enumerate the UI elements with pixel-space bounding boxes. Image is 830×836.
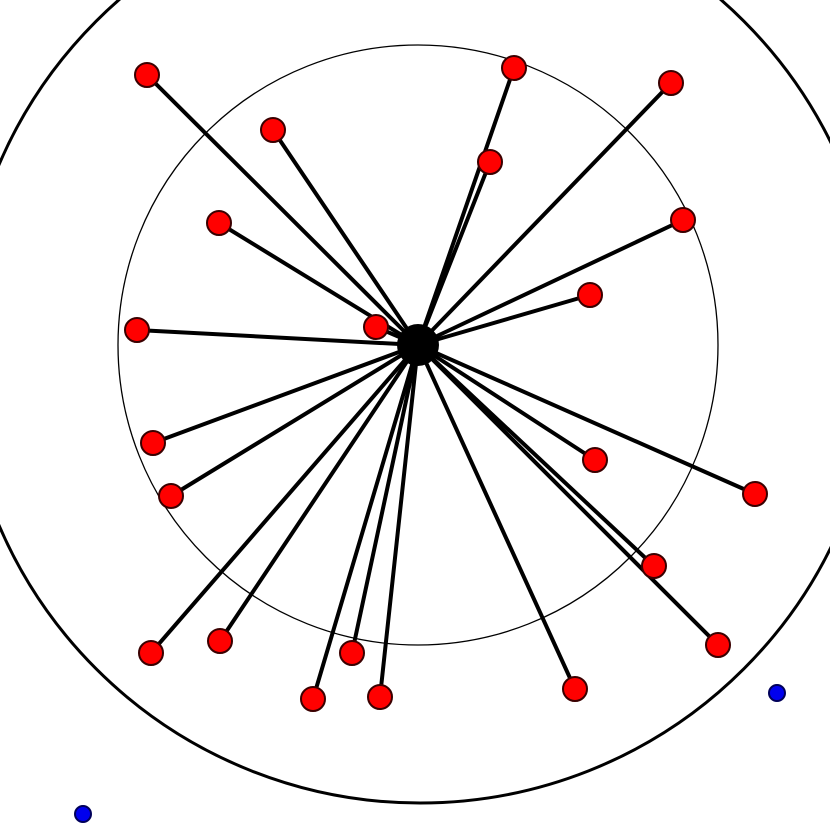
edges-layer — [135, 66, 757, 701]
edge-21 — [416, 343, 577, 691]
edge-20 — [378, 343, 420, 699]
edge-8 — [416, 293, 592, 347]
hub — [397, 324, 439, 366]
node-9 — [124, 317, 150, 343]
node-14 — [742, 481, 768, 507]
outlier-2 — [74, 805, 92, 823]
node-10 — [363, 314, 389, 340]
edge-19 — [311, 343, 420, 701]
node-22 — [705, 632, 731, 658]
node-18 — [339, 640, 365, 666]
outliers-layer — [74, 684, 786, 823]
edge-11 — [151, 343, 420, 445]
node-5 — [477, 149, 503, 175]
edge-13 — [416, 343, 597, 462]
node-16 — [138, 640, 164, 666]
node-11 — [140, 430, 166, 456]
nodes-layer — [124, 55, 768, 712]
node-17 — [207, 628, 233, 654]
edge-17 — [218, 343, 420, 643]
node-4 — [260, 117, 286, 143]
node-15 — [641, 553, 667, 579]
node-3 — [658, 70, 684, 96]
edge-1 — [145, 73, 420, 347]
edge-9 — [135, 328, 420, 347]
edge-5 — [416, 160, 492, 347]
node-7 — [670, 207, 696, 233]
edge-2 — [416, 66, 516, 347]
edge-14 — [416, 343, 757, 496]
outlier-1 — [768, 684, 786, 702]
node-19 — [300, 686, 326, 712]
edge-18 — [350, 343, 420, 655]
edge-4 — [271, 128, 420, 347]
outer-circle — [0, 0, 830, 805]
node-13 — [582, 447, 608, 473]
edge-3 — [416, 81, 673, 347]
node-12 — [158, 483, 184, 509]
node-6 — [206, 210, 232, 236]
node-21 — [562, 676, 588, 702]
edge-16 — [149, 343, 420, 655]
inner-circle — [117, 44, 719, 646]
node-8 — [577, 282, 603, 308]
circles-layer — [0, 0, 830, 805]
edge-12 — [169, 343, 420, 498]
edge-22 — [416, 343, 720, 647]
node-1 — [134, 62, 160, 88]
edge-7 — [416, 218, 685, 347]
node-20 — [367, 684, 393, 710]
node-2 — [501, 55, 527, 81]
hub-layer — [397, 324, 439, 366]
